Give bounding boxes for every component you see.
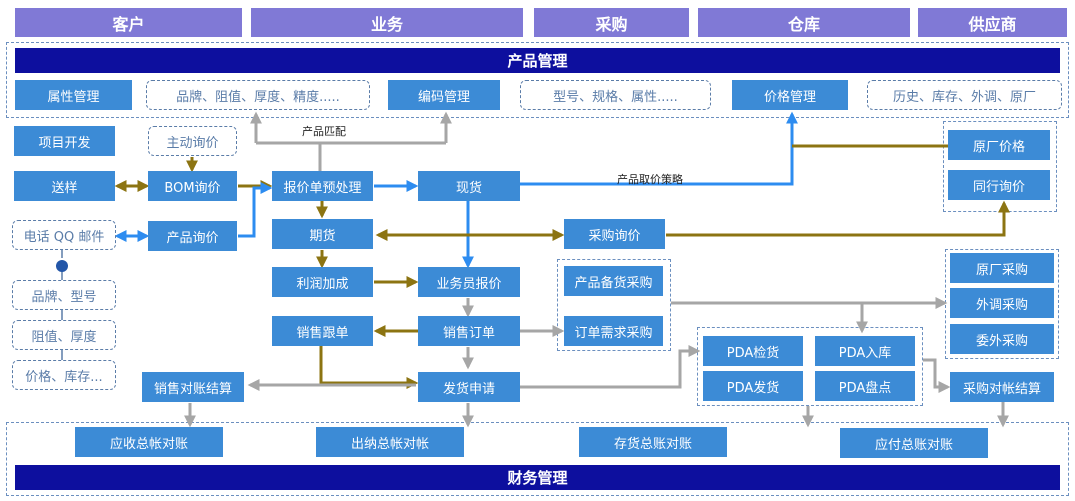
order-purchase-box: 订单需求采购 — [564, 316, 663, 346]
bom-inquiry-box: BOM询价 — [148, 171, 237, 201]
header-business: 业务 — [251, 8, 523, 37]
attribute-examples-box: 品牌、阻值、厚度、精度..... — [146, 80, 370, 110]
sales-reconcile-box: 销售对账结算 — [142, 372, 244, 402]
futures-box: 期货 — [272, 219, 373, 249]
info-pin-head — [56, 260, 68, 272]
attribute-management-box: 属性管理 — [15, 80, 132, 110]
sales-quote-box: 业务员报价 — [418, 267, 520, 297]
project-development-box: 项目开发 — [14, 126, 115, 156]
contact-channels-box: 电话 QQ 邮件 — [12, 220, 116, 250]
finance-management-panel — [6, 422, 1069, 496]
payable-reconcile-box: 应付总账对账 — [840, 428, 988, 458]
product-inquiry-box: 产品询价 — [148, 221, 237, 251]
header-purchase: 采购 — [534, 8, 689, 37]
receivable-reconcile-box: 应收总帐对账 — [75, 427, 223, 457]
stock-purchase-box: 产品备货采购 — [564, 266, 663, 296]
finance-management-title: 财务管理 — [15, 465, 1060, 490]
sample-box: 送样 — [14, 171, 115, 201]
sales-followup-box: 销售跟单 — [272, 316, 373, 346]
arrow-pda-purchasereconcile — [923, 358, 951, 393]
price-stock-box: 价格、库存... — [12, 360, 116, 390]
inventory-reconcile-box: 存货总账对账 — [579, 427, 727, 457]
header-customer: 客户 — [15, 8, 242, 37]
product-management-panel — [6, 42, 1069, 118]
product-management-title: 产品管理 — [15, 48, 1060, 73]
peer-inquiry-box: 同行询价 — [948, 170, 1050, 200]
delivery-request-box: 发货申请 — [418, 372, 520, 402]
active-inquiry-box: 主动询价 — [148, 126, 237, 156]
price-examples-box: 历史、库存、外调、原厂 — [867, 80, 1062, 110]
cashier-reconcile-box: 出纳总帐对帐 — [316, 427, 464, 457]
spot-box: 现货 — [418, 171, 520, 201]
outsourced-purchase-box: 委外采购 — [950, 324, 1054, 354]
purchase-type-panel — [557, 259, 671, 351]
pda-panel — [697, 327, 923, 406]
label-pricing-strategy: 产品取价策略 — [617, 173, 683, 186]
pda-inbound-box: PDA入库 — [815, 336, 915, 366]
sales-order-box: 销售订单 — [418, 316, 520, 346]
quote-preprocess-box: 报价单预处理 — [272, 171, 373, 201]
pda-inspect-box: PDA检货 — [703, 336, 803, 366]
factory-price-box: 原厂价格 — [948, 130, 1050, 160]
arrow-followup-delivery — [319, 346, 419, 389]
arrow-product-quote — [238, 182, 273, 238]
arrow-delivery-pda — [520, 345, 701, 389]
arrow-purchase-peer — [666, 200, 1010, 237]
label-product-match: 产品匹配 — [302, 125, 346, 138]
pda-ship-box: PDA发货 — [703, 371, 803, 401]
external-purchase-box: 外调采购 — [950, 288, 1054, 318]
brand-model-box: 品牌、型号 — [12, 280, 116, 310]
code-examples-box: 型号、规格、属性..... — [520, 80, 711, 110]
header-supplier: 供应商 — [918, 8, 1067, 37]
price-management-box: 价格管理 — [732, 80, 848, 110]
factory-purchase-box: 原厂采购 — [950, 253, 1054, 283]
arrow-pricing-strategy — [520, 111, 798, 186]
resistance-thickness-box: 阻值、厚度 — [12, 320, 116, 350]
header-warehouse: 仓库 — [698, 8, 910, 37]
pda-count-box: PDA盘点 — [815, 371, 915, 401]
profit-markup-box: 利润加成 — [272, 267, 373, 297]
arrow-product-match — [254, 114, 446, 171]
purchase-inquiry-box: 采购询价 — [564, 219, 665, 249]
purchase-reconcile-box: 采购对帐结算 — [950, 372, 1054, 402]
